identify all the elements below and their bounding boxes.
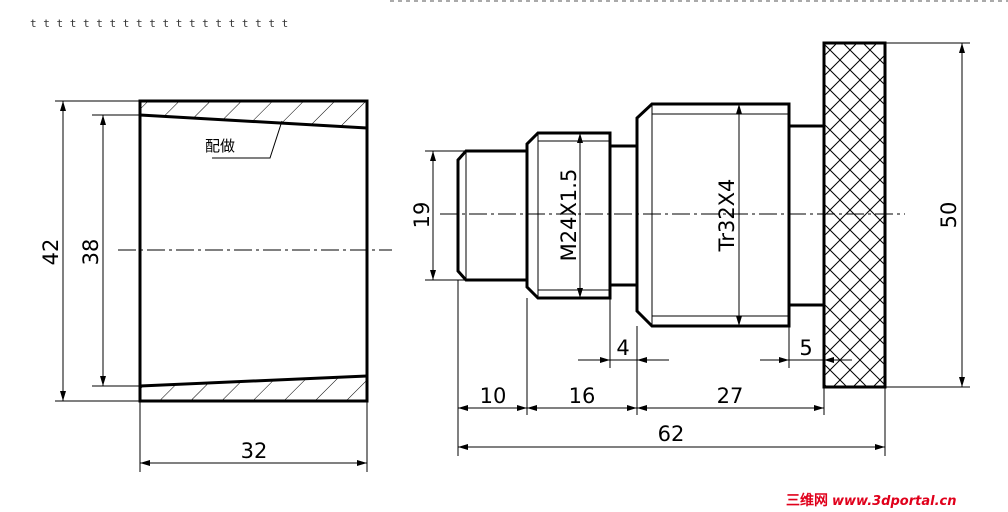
sleeve-bore-bottom [139, 374, 368, 388]
shaft-dimensions: 19 M24X1.5 Tr32X4 50 4 5 10 1 [410, 42, 970, 456]
shaft-groove-1 [610, 144, 639, 287]
shaft-groove-2 [789, 124, 826, 307]
watermark-cn: 三维网 [786, 492, 828, 509]
dim-text-tr32: Tr32X4 [715, 179, 739, 253]
dim-text-38: 38 [79, 239, 103, 266]
shaft-thread-m24 [525, 131, 612, 300]
sleeve-bottom-hatch [140, 376, 367, 401]
sleeve-part: 配做 [118, 99, 392, 403]
dim-text-19: 19 [410, 202, 434, 229]
header-marks: t t t t t t t t t t t t t t t t t t t t [30, 17, 288, 30]
shaft-flange-knurl [822, 41, 887, 389]
dim-text-42: 42 [39, 239, 63, 266]
dim-text-27: 27 [717, 384, 744, 408]
dim-text-5: 5 [799, 336, 812, 360]
sleeve-top-hatch [140, 101, 367, 128]
watermark: 三维网 www.3dportal.cn [786, 492, 956, 509]
shaft-thread-tr32 [635, 102, 791, 328]
watermark-url: www.3dportal.cn [832, 494, 956, 509]
note-leader [212, 120, 283, 159]
dim-text-10: 10 [480, 384, 507, 408]
sleeve-outline [138, 99, 369, 403]
sleeve-dimensions: 42 38 32 [39, 100, 368, 472]
shaft-end-cylinder [456, 149, 527, 282]
sleeve-note: 配做 [205, 137, 235, 155]
dim-text-m24: M24X1.5 [557, 169, 581, 262]
dim-text-4: 4 [616, 336, 629, 360]
dim-text-50: 50 [937, 202, 961, 229]
dim-text-62: 62 [658, 422, 685, 446]
dim-text-16: 16 [569, 384, 596, 408]
dim-text-32: 32 [241, 439, 268, 463]
sleeve-bore-top [139, 113, 368, 130]
shaft-part [440, 41, 905, 389]
